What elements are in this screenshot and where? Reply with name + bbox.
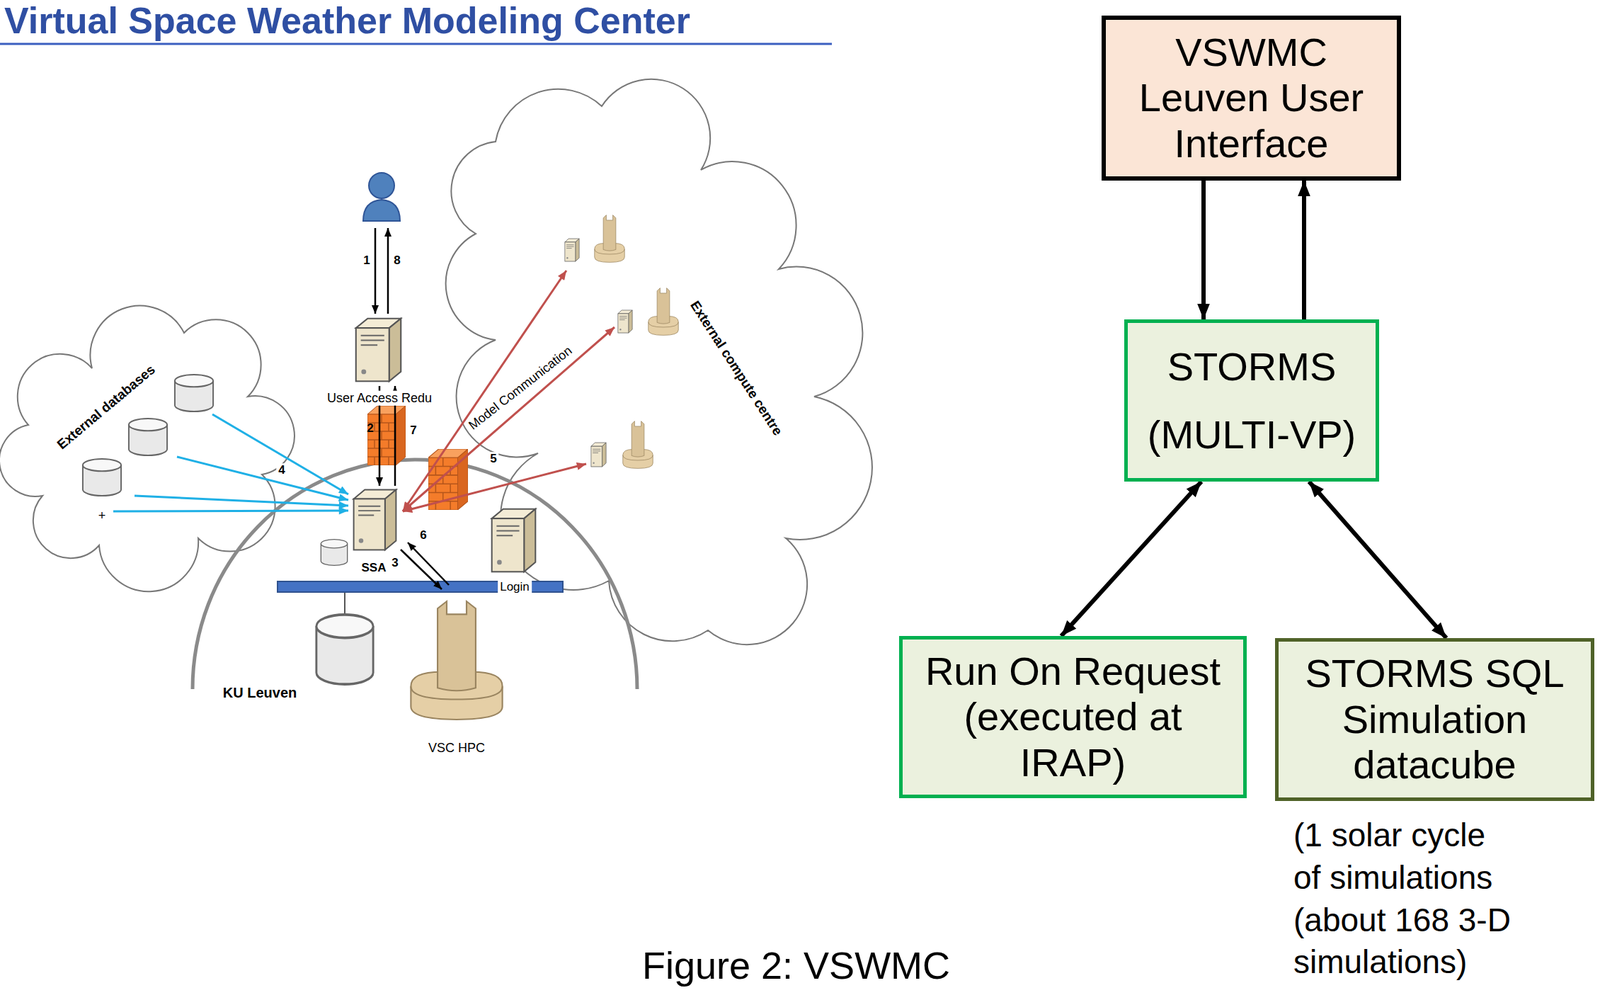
- more-mark: +: [96, 508, 109, 524]
- compute-cloud: [446, 79, 873, 645]
- callout-number: 6: [417, 528, 429, 543]
- access-server: [356, 318, 401, 382]
- region-label: External databases: [52, 360, 160, 454]
- login-server: [492, 509, 536, 573]
- callout-number: 7: [407, 423, 419, 438]
- process-box: STORMS (MULTI-VP): [1124, 319, 1380, 482]
- box-text: VSWMC Leuven User Interface: [1115, 29, 1387, 167]
- connector-arrow: [1301, 180, 1307, 320]
- page-title: Virtual Space Weather Modeling Center: [4, 0, 691, 43]
- callout-number: 8: [391, 253, 403, 268]
- region-label: External compute centre: [686, 296, 787, 441]
- note-text: (1 solar cycle of simulations (about 168…: [1293, 814, 1517, 984]
- database-icon: [174, 374, 214, 412]
- callout-number: 5: [487, 451, 499, 466]
- hpc-label: VSC HPC: [426, 740, 488, 756]
- connector-arrow: [1061, 481, 1202, 636]
- link-label: Model Communication: [464, 341, 577, 434]
- callout-number: 4: [276, 463, 287, 478]
- database-icon: [128, 418, 168, 456]
- database-cloud: [0, 305, 295, 592]
- interface-box: VSWMC Leuven User Interface: [1101, 15, 1402, 181]
- box-text: STORMS (MULTI-VP): [1137, 332, 1366, 468]
- server-label: User Access Redu: [324, 390, 434, 406]
- database-box: STORMS SQL Simulation datacube: [1275, 637, 1595, 801]
- title-rule: [0, 43, 832, 46]
- storage-disk: [316, 614, 374, 684]
- connector-arrow: [1309, 481, 1447, 638]
- hpc-tower: [410, 601, 502, 720]
- server-label: SSA: [359, 560, 389, 575]
- compute-icons: [564, 215, 679, 469]
- connector-arrow: [1201, 180, 1206, 320]
- callout-number: 2: [366, 421, 374, 436]
- callout-number: 3: [389, 555, 400, 570]
- figure-caption: Figure 2: VSWMC: [642, 943, 951, 987]
- ssa-disk: [320, 539, 347, 566]
- user-icon: [363, 172, 400, 221]
- box-text: STORMS SQL Simulation datacube: [1288, 650, 1581, 788]
- server-label: Login: [497, 579, 532, 594]
- firewall: [428, 448, 468, 510]
- model-links: [402, 270, 615, 512]
- data-feeds: [113, 414, 349, 512]
- ssa-server: [353, 489, 397, 551]
- box-text: Run On Request (executed at IRAP): [912, 648, 1234, 786]
- region-label: KU Leuven: [220, 684, 299, 701]
- firewall: [367, 405, 406, 466]
- database-icon: [82, 458, 122, 496]
- process-box: Run On Request (executed at IRAP): [899, 635, 1247, 798]
- callout-number: 1: [361, 253, 372, 268]
- flow-arrows: [375, 227, 449, 590]
